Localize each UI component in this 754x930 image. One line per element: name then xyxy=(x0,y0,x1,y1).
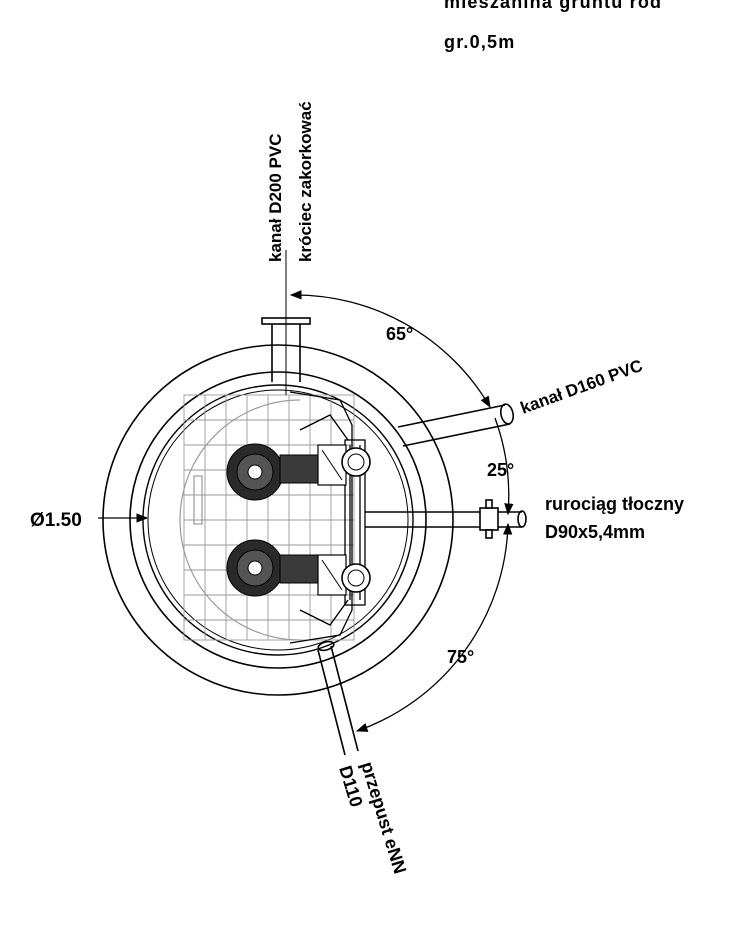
pipe-top-d200 xyxy=(261,250,311,395)
pipe-upper-right-d160 xyxy=(397,403,515,447)
bottom-pipe-label-line1: przepust eNN xyxy=(357,759,410,876)
outer-well-ring xyxy=(102,344,454,696)
pipe-bottom-d110 xyxy=(317,640,359,756)
cover-outline xyxy=(179,399,301,641)
middle-well-ring xyxy=(129,371,427,669)
top-note-line2: gr.0,5m xyxy=(444,32,515,52)
pump-upper xyxy=(226,414,371,501)
angle-arc-25 xyxy=(494,417,514,516)
angle-label-75: 75° xyxy=(447,647,474,667)
angle-arc-65 xyxy=(289,290,491,409)
right-pipe-label-line2: D90x5,4mm xyxy=(545,522,645,542)
grating-platform xyxy=(183,394,355,641)
cover-handle xyxy=(193,475,203,525)
pump-lower xyxy=(226,539,371,626)
upper-right-pipe-label: kanał D160 PVC xyxy=(518,356,645,418)
diameter-label: Ø1.50 xyxy=(30,510,82,531)
top-note-line1: mieszanina gruntu rod xyxy=(444,0,662,12)
angle-arc-75 xyxy=(355,522,513,732)
right-pipe-label-line1: rurociąg tłoczny xyxy=(545,494,684,514)
pipe-right-d90 xyxy=(365,499,527,539)
angle-label-25: 25° xyxy=(487,460,514,480)
top-pipe-label-line1: kanał D200 PVC xyxy=(266,133,285,262)
angle-label-65: 65° xyxy=(386,324,413,344)
top-pipe-label-line2: króciec zakorkować xyxy=(296,101,315,262)
